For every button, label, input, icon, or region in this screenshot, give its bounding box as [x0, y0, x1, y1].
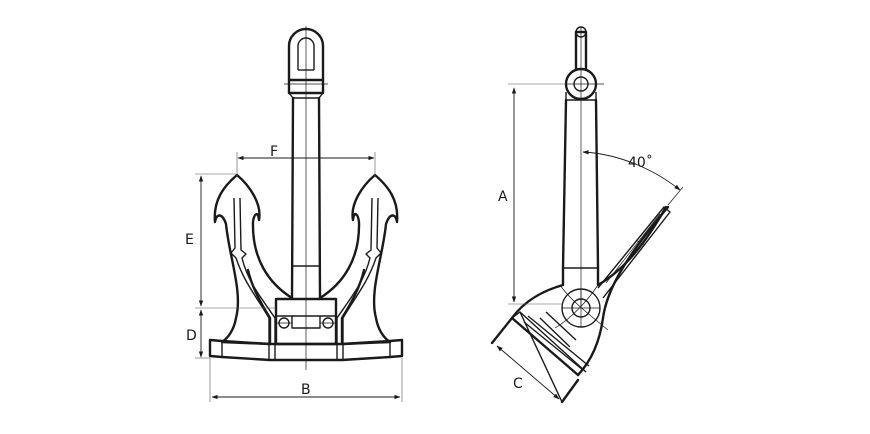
dimension-label-e: E: [185, 232, 194, 248]
angle-arc: [582, 150, 681, 191]
front-extension-lines: [195, 152, 403, 402]
front-view: F E D B: [185, 26, 404, 402]
dimension-label-b: B: [301, 382, 311, 398]
front-shank: [290, 26, 322, 370]
side-view: A C 40˚: [490, 26, 684, 404]
front-right-fluke: [318, 173, 399, 360]
dimension-label-c: C: [513, 376, 523, 392]
dimension-label-f: F: [270, 144, 278, 160]
side-extension-lines: [508, 83, 566, 305]
side-fluke: [490, 186, 684, 404]
front-base: [208, 338, 404, 362]
dimension-line-c: [496, 345, 560, 400]
front-crown: [274, 297, 338, 346]
dimension-label-a: A: [498, 189, 508, 205]
front-left-fluke: [213, 173, 294, 360]
angle-label: 40˚: [628, 154, 653, 171]
dimension-label-d: D: [186, 328, 197, 344]
